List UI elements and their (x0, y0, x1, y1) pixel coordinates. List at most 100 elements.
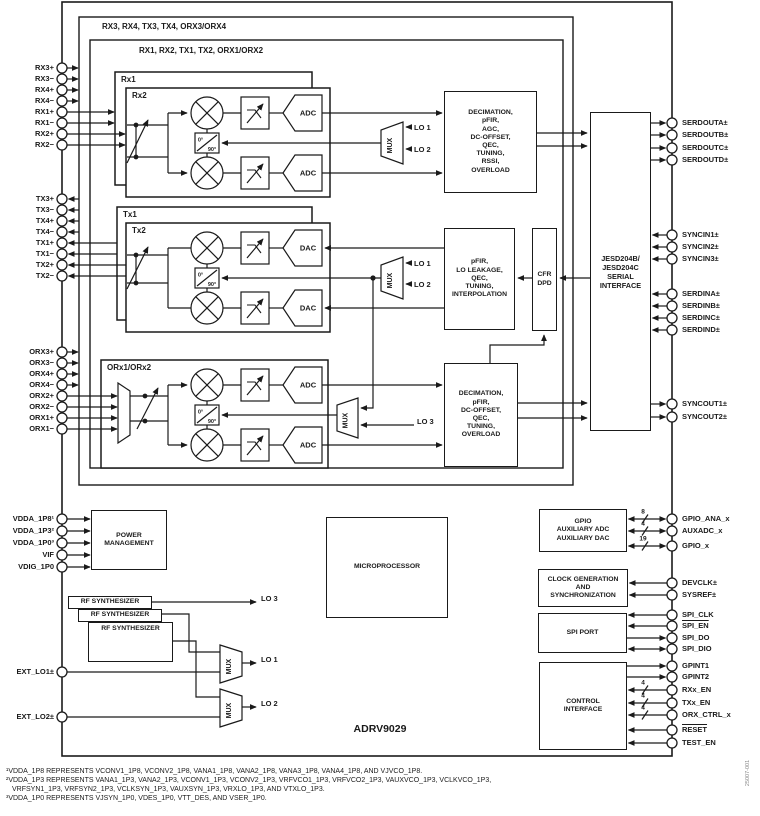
lo-net-label: LO 1 (261, 655, 278, 664)
pin-SYNCOUT2± (666, 411, 678, 423)
pin-SERDOUTC± (666, 142, 678, 154)
lo-net-label: LO 1 (414, 123, 431, 132)
pin-ORX4+ (56, 368, 68, 380)
pin-TX1− (56, 248, 68, 260)
pin-VIF (56, 549, 68, 561)
pin-GPIO_x (666, 540, 678, 552)
card-title-tx1: Tx1 (123, 210, 137, 219)
block-synth1-line: RF SYNTHESIZER (80, 598, 140, 606)
card-title-rx2: Rx2 (132, 91, 147, 100)
adc-label: ADC (300, 109, 317, 118)
pin-SYNCOUT1± (666, 398, 678, 410)
pin-SERDOUTA± (666, 117, 678, 129)
phase-90-label: 90° (208, 419, 216, 425)
pin-label-SERDIND±: SERDIND± (682, 325, 720, 335)
bus-width-label: 4 (641, 705, 645, 712)
pin-ORX4− (56, 379, 68, 391)
pin-ORX3− (56, 357, 68, 369)
pin-TX1+ (56, 237, 68, 249)
pin-label-SPI_CLK: SPI_CLK (682, 610, 714, 620)
adc-label: ADC (300, 381, 317, 390)
pin-TX3− (56, 204, 68, 216)
pin-RXx_EN (666, 684, 678, 696)
pin-SPI_DO (666, 632, 678, 644)
pin-label-DEVCLK±: DEVCLK± (682, 578, 717, 588)
block-synth1: RF SYNTHESIZER (68, 596, 152, 609)
pin-label-ORX3−: ORX3− (29, 358, 54, 368)
pin-ORX1− (56, 423, 68, 435)
pin-label-TX2−: TX2− (35, 271, 54, 281)
pin-RX3+ (56, 62, 68, 74)
pin-label-RESET: RESET (682, 725, 708, 735)
pin-label-SYNCOUT1±: SYNCOUT1± (682, 399, 727, 409)
footnote-3: ³VDDA_1P0 REPRESENTS VJSYN_1P0, VDES_1P0… (6, 795, 267, 802)
block-tx-pfir-line: TUNING, (465, 283, 494, 291)
block-synth2: RF SYNTHESIZER (78, 609, 162, 622)
block-tx-pfir-line: QEC, (471, 274, 488, 282)
pin-DEVCLK± (666, 577, 678, 589)
orx-input-mux (117, 381, 131, 445)
pin-GPINT2 (666, 671, 678, 683)
pin-label-SYSREF±: SYSREF± (682, 590, 717, 600)
lo-net-label: LO 3 (261, 594, 278, 603)
pin-SYNCIN3± (666, 253, 678, 265)
pin-AUXADC_x (666, 525, 678, 537)
phase-0-label: 0° (198, 273, 203, 279)
pin-SERDOUTD± (666, 154, 678, 166)
pin-RX4+ (56, 84, 68, 96)
lo1-mux (219, 644, 243, 684)
phase-0-label: 0° (198, 138, 203, 144)
pin-label-RX4+: RX4+ (35, 85, 54, 95)
bus-width-label: 19 (639, 536, 647, 543)
pin-RX4− (56, 95, 68, 107)
bus-width-label: 4 (641, 693, 645, 700)
pin-ORX2− (56, 401, 68, 413)
pin-label-RX2−: RX2− (35, 140, 54, 150)
pin-label-ORX2−: ORX2− (29, 402, 54, 412)
block-spi: SPI PORT (538, 613, 627, 653)
pin-RX2− (56, 139, 68, 151)
block-rx-decimation-line: DECIMATION, (468, 109, 513, 117)
pin-label-VDDA_1P8¹: VDDA_1P8¹ (12, 514, 54, 524)
bus-width-label: 8 (641, 509, 645, 516)
pin-TEST_EN (666, 737, 678, 749)
block-orx-decimation: DECIMATION,pFIR,DC-OFFSET,QEC,TUNING,OVE… (444, 363, 518, 467)
pin-label-GPINT1: GPINT1 (682, 661, 710, 671)
footnote-1: ¹VDDA_1P8 REPRESENTS VCONV1_1P8, VCONV2_… (6, 768, 423, 775)
pin-VDDA_1P3² (56, 525, 68, 537)
block-power-line: MANAGEMENT (104, 540, 154, 547)
block-clock-line: SYNCHRONIZATION (550, 592, 616, 600)
pin-label-RX1+: RX1+ (35, 107, 54, 117)
rx-lo-mux (380, 121, 404, 165)
pin-SERDINB± (666, 300, 678, 312)
lo-net-label: LO 2 (261, 699, 278, 708)
rx-attenuator-icon (126, 119, 149, 164)
pin-label-ORX2+: ORX2+ (29, 391, 54, 401)
pin-label-ORX1+: ORX1+ (29, 413, 54, 423)
block-control-line: CONTROL (566, 697, 600, 705)
orx-filter-i-icon (240, 368, 270, 402)
pin-label-RX4−: RX4− (35, 96, 54, 106)
bus-slash (641, 541, 649, 551)
pin-SPI_DIO (666, 643, 678, 655)
pin-label-VDDA_1P3²: VDDA_1P3² (12, 526, 54, 536)
pin-label-TX3−: TX3− (35, 205, 54, 215)
pin-RX1+ (56, 106, 68, 118)
block-rx-decimation-line: QEC, (482, 142, 499, 149)
pin-label-AUXADC_x: AUXADC_x (682, 526, 723, 536)
pin-label-SPI_EN: SPI_EN (682, 621, 709, 631)
block-microprocessor-line: MICROPROCESSOR (353, 563, 421, 571)
pin-GPIO_ANA_x (666, 513, 678, 525)
dac-label: DAC (300, 244, 317, 253)
footnote-2: ²VDDA_1P3 REPRESENTS VANA1_1P3, VANA2_1P… (6, 777, 492, 784)
tx-dac-q-icon (282, 289, 323, 327)
tx-lo-mux (380, 256, 404, 300)
pin-TX2− (56, 270, 68, 282)
pin-ORX_CTRL_x (666, 709, 678, 721)
tx-attenuator-icon (126, 246, 149, 290)
